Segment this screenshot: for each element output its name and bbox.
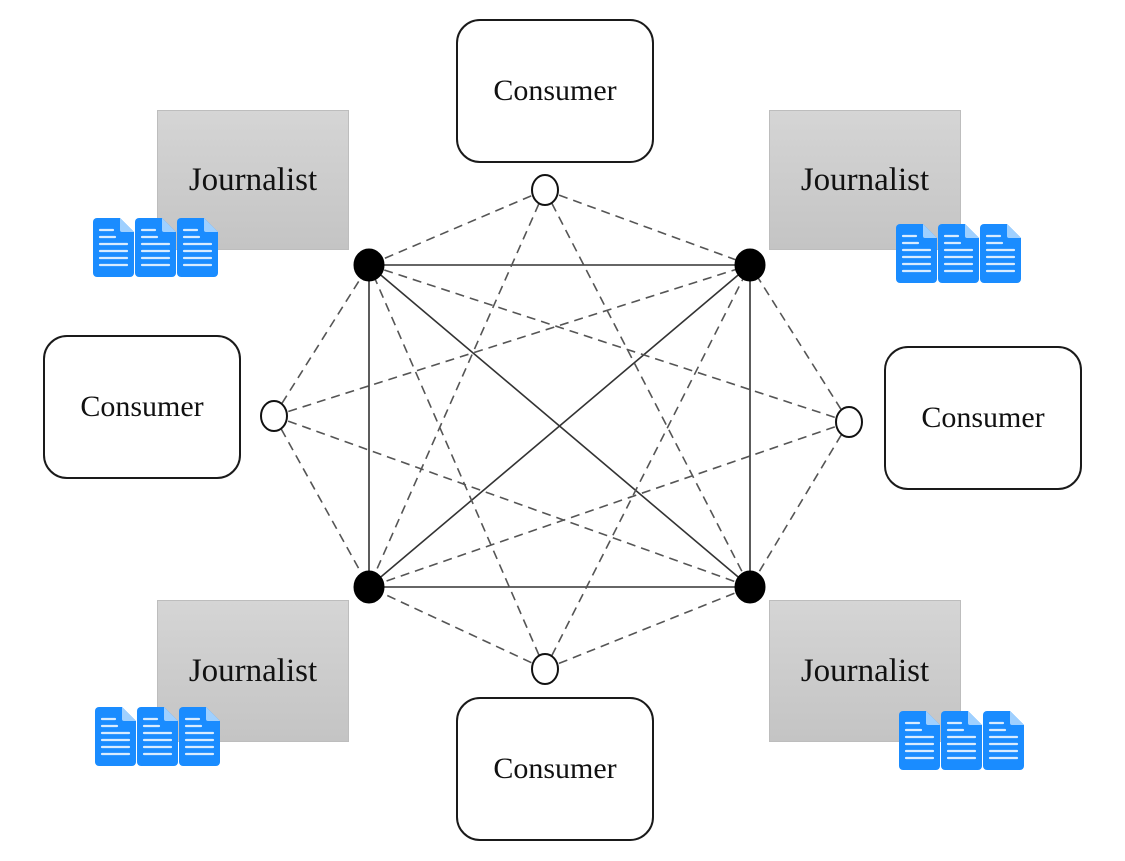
dashed-edge-n-cr-n-jbl [368,421,850,588]
document-icon [941,711,982,770]
document-icon [95,707,136,766]
journalist-node-n-jbr [734,570,766,604]
document-icon [135,218,176,277]
journalist-node-n-jtr [734,248,766,282]
journalist-node-n-jbl [353,570,385,604]
consumer-node-n-cr [835,406,863,438]
document-icon [137,707,178,766]
dashed-edge-n-ct-n-jtr [544,189,751,266]
documents-group-bottom-right [899,711,1024,770]
edges-layer [273,189,850,670]
documents-group-top-right [896,224,1021,283]
document-icon [983,711,1024,770]
document-icon [896,224,937,283]
documents-group-bottom-left [95,707,220,766]
solid-edge-n-jtr-n-jbl [368,264,751,588]
consumer-node-n-cl [260,400,288,432]
dashed-edge-n-cb-n-jbl [368,586,546,670]
dashed-edge-n-cr-n-jbr [749,421,850,588]
dashed-edge-n-ct-n-jbl [368,189,546,588]
documents-group-top-left [93,218,218,277]
document-icon [980,224,1021,283]
dashed-edge-n-ct-n-jbr [544,189,751,588]
document-icon [93,218,134,277]
dashed-edge-n-cb-n-jtl [368,264,546,670]
dashed-edge-n-cr-n-jtr [749,264,850,423]
document-icon [179,707,220,766]
document-icon [899,711,940,770]
consumer-node-n-cb [531,653,559,685]
dashed-edge-n-ct-n-jtl [368,189,546,266]
dashed-edge-n-cl-n-jtr [273,264,751,417]
document-icon [938,224,979,283]
journalist-node-n-jtl [353,248,385,282]
dashed-edge-n-cb-n-jbr [544,586,751,670]
dashed-edge-n-cl-n-jbl [273,415,370,588]
dashed-edge-n-cl-n-jtl [273,264,370,417]
nodes-layer [260,174,863,685]
dashed-edge-n-cl-n-jbr [273,415,751,588]
dashed-edge-n-cb-n-jtr [544,264,751,670]
consumer-box-left: Consumer [43,335,241,479]
consumer-node-n-ct [531,174,559,206]
dashed-edge-n-cr-n-jtl [368,264,850,423]
document-icon [177,218,218,277]
